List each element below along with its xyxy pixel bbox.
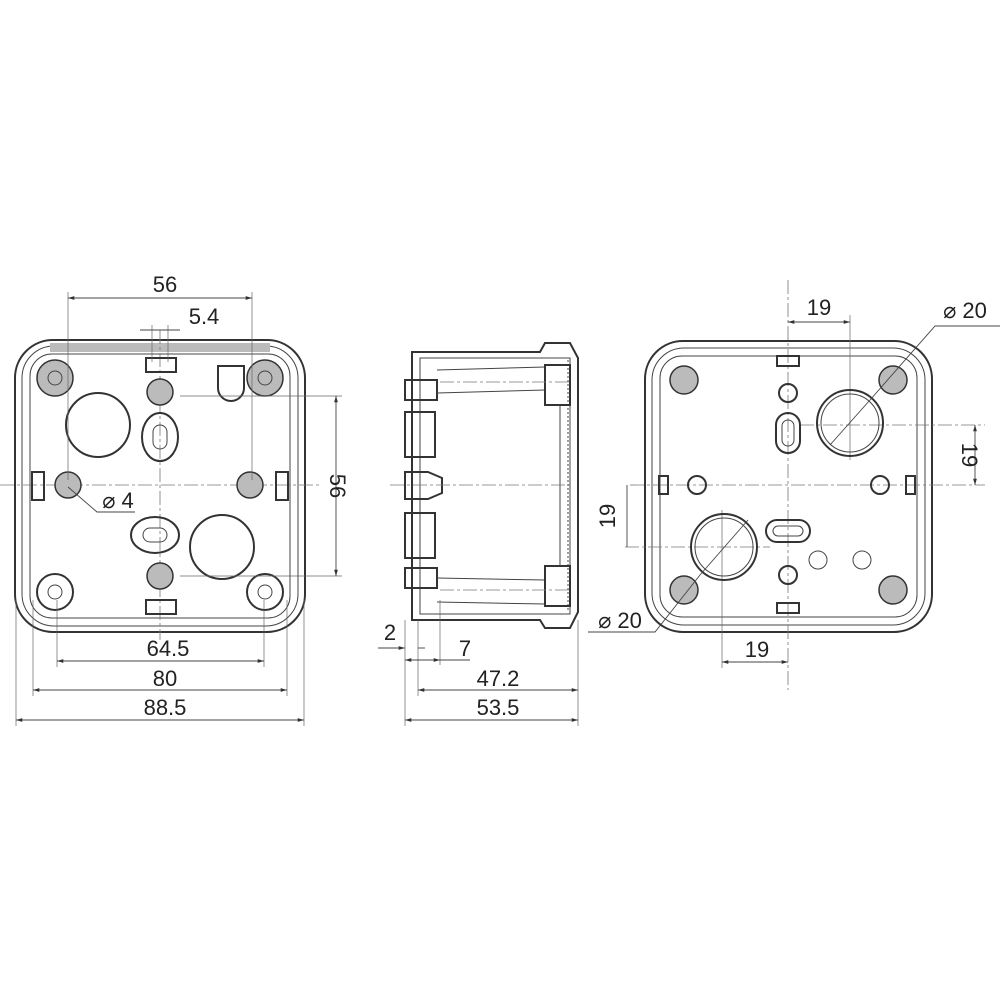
tab: [275, 471, 289, 501]
side-clip: [404, 471, 443, 500]
dim-side-height: 56: [325, 474, 350, 498]
knockout-circle: [816, 389, 884, 457]
tab: [658, 475, 669, 495]
side-post: [544, 565, 571, 607]
knockout-circle: [65, 392, 131, 458]
oval-slot: [130, 516, 180, 554]
dim-bottom-knockout-dia: ⌀ 20: [598, 608, 642, 633]
dim-bottom-offset: 19: [745, 637, 769, 662]
small-holes: [687, 383, 890, 585]
back-view: 19 ⌀ 20 19 19 19 ⌀ 20: [588, 280, 1000, 690]
dim-mount-spacing: 64.5: [147, 636, 190, 661]
knockout-circle: [189, 514, 255, 580]
side-boss: [404, 379, 438, 401]
dim-slot-width: 5.4: [189, 304, 220, 329]
dim-outer-width: 88.5: [144, 695, 187, 720]
tab: [776, 602, 800, 614]
dim-top-knockout-dia: ⌀ 20: [943, 298, 987, 323]
dim-flange: 2: [384, 620, 396, 645]
oval-slot: [765, 519, 811, 543]
side-boss: [404, 567, 438, 589]
back-inner-outline: [659, 355, 918, 618]
dim-body-depth: 47.2: [477, 666, 520, 691]
dim-total-depth: 53.5: [477, 695, 520, 720]
tab: [31, 471, 45, 501]
side-post: [544, 364, 571, 406]
back-corner-bosses: [669, 365, 908, 605]
clip: [217, 365, 245, 402]
back-outer-outline: [644, 340, 933, 633]
dim-offset: 7: [459, 636, 471, 661]
dim-inner-width: 80: [153, 666, 177, 691]
dim-right-offset: 19: [957, 443, 982, 467]
dim-left-offset: 19: [595, 504, 620, 528]
tab: [145, 357, 177, 373]
oval-slot: [775, 412, 801, 454]
dim-top-width: 56: [153, 272, 177, 297]
side-tab: [404, 411, 436, 458]
side-view: 2 7 47.2 53.5: [378, 342, 579, 726]
tab: [776, 355, 800, 367]
corner-screw-bosses: [36, 359, 284, 611]
front-view: 56 5.4 56 ⌀ 4 64.5 80 88.5: [0, 272, 350, 726]
oval-slot: [141, 412, 179, 462]
dim-hole-dia: ⌀ 4: [102, 488, 134, 513]
dim-top-offset: 19: [807, 295, 831, 320]
side-tab: [404, 512, 436, 559]
tab: [905, 475, 916, 495]
knockout-circle: [690, 513, 758, 581]
side-outline: [411, 342, 579, 629]
tab: [145, 599, 177, 615]
mounting-bosses: [54, 378, 264, 590]
